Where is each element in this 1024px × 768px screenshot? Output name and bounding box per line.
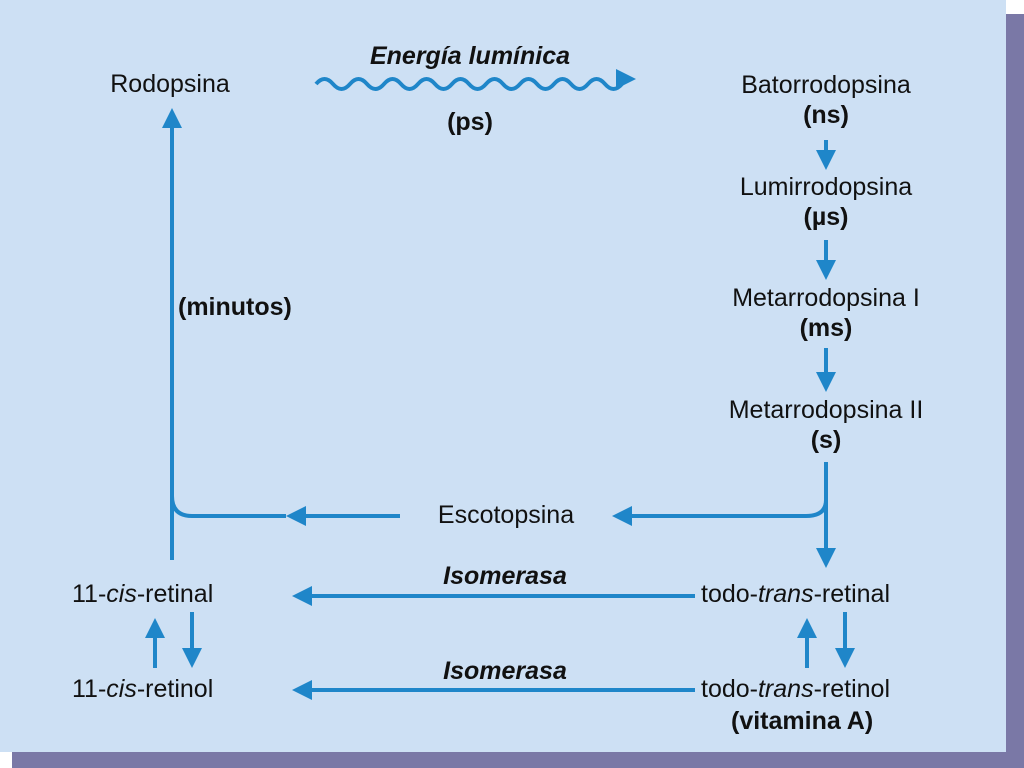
node-metarrodopsina-2-time: (s) bbox=[810, 426, 842, 454]
arrow-trans-retinal-to-cis-retinal-head bbox=[292, 586, 312, 606]
node-11-cis-retinol-italic: cis bbox=[106, 675, 137, 703]
node-todo-trans-retinol: todo-trans-retinol bbox=[701, 677, 890, 702]
label-isomerasa-top: Isomerasa bbox=[443, 562, 567, 590]
wavy-energy-arrow-head bbox=[616, 69, 636, 89]
arrow-up-to-rodopsina-head bbox=[162, 108, 182, 128]
node-metarrodopsina-2-label: Metarrodopsina II bbox=[728, 396, 924, 424]
arrow-bato-to-lumi-head bbox=[816, 150, 836, 170]
arrow-meta2-to-escotopsina-head bbox=[612, 506, 632, 526]
node-batorrodopsina: Batorrodopsina (ns) bbox=[741, 70, 911, 130]
node-lumirrodopsina-label: Lumirrodopsina bbox=[739, 173, 913, 201]
node-batorrodopsina-label: Batorrodopsina bbox=[741, 71, 911, 99]
node-11-cis-retinol-prefix: 11- bbox=[72, 675, 107, 703]
label-isomerasa-bottom: Isomerasa bbox=[443, 657, 567, 685]
node-todo-trans-retinal: todo-trans-retinal bbox=[701, 582, 890, 607]
node-batorrodopsina-time: (ns) bbox=[803, 101, 849, 129]
arrow-left-corner bbox=[170, 495, 286, 518]
node-11-cis-retinal: 11-cis-retinal bbox=[72, 582, 213, 607]
node-vitamina-a: (vitamina A) bbox=[731, 707, 874, 735]
node-11-cis-retinal-suffix: -retinal bbox=[136, 580, 214, 608]
arrow-meta1-to-meta2-head bbox=[816, 372, 836, 392]
node-todo-trans-retinol-suffix: -retinol bbox=[813, 675, 890, 703]
node-metarrodopsina-1-label: Metarrodopsina I bbox=[732, 284, 920, 312]
node-metarrodopsina-1: Metarrodopsina I (ms) bbox=[732, 283, 920, 343]
label-ps: (ps) bbox=[447, 108, 493, 136]
arrow-lumi-to-meta1-head bbox=[816, 260, 836, 280]
node-11-cis-retinal-italic: cis bbox=[106, 580, 137, 608]
arrow-cis-retinol-to-retinal-head bbox=[145, 618, 165, 638]
node-11-cis-retinol-suffix: -retinol bbox=[136, 675, 214, 703]
node-lumirrodopsina-time: (µs) bbox=[803, 203, 849, 231]
node-todo-trans-retinal-suffix: -retinal bbox=[813, 580, 890, 608]
node-escotopsina: Escotopsina bbox=[437, 501, 575, 529]
label-minutos: (minutos) bbox=[178, 293, 292, 321]
node-lumirrodopsina: Lumirrodopsina (µs) bbox=[740, 172, 912, 232]
arrow-meta2-to-trans-retinal-head bbox=[816, 548, 836, 568]
node-metarrodopsina-1-time: (ms) bbox=[799, 314, 853, 342]
node-rodopsina: Rodopsina bbox=[110, 70, 230, 98]
wavy-energy-arrow-shaft bbox=[314, 77, 624, 91]
arrow-meta2-to-escotopsina-shaft bbox=[630, 499, 828, 518]
label-energia-luminica: Energía lumínica bbox=[369, 42, 571, 70]
arrow-trans-retinal-to-retinol-head bbox=[835, 648, 855, 668]
node-todo-trans-retinol-italic: trans bbox=[757, 675, 814, 703]
arrow-trans-retinol-to-cis-retinol-head bbox=[292, 680, 312, 700]
node-todo-trans-retinal-italic: trans bbox=[757, 580, 814, 608]
node-todo-trans-retinal-prefix: todo- bbox=[701, 580, 758, 608]
node-todo-trans-retinol-prefix: todo- bbox=[701, 675, 758, 703]
arrow-cis-retinal-to-retinol-head bbox=[182, 648, 202, 668]
arrow-escotopsina-to-left-head bbox=[286, 506, 306, 526]
arrow-trans-retinol-to-retinal-head bbox=[797, 618, 817, 638]
node-11-cis-retinol: 11-cis-retinol bbox=[72, 677, 213, 702]
node-metarrodopsina-2: Metarrodopsina II (s) bbox=[729, 395, 924, 455]
node-11-cis-retinal-prefix: 11- bbox=[72, 580, 107, 608]
